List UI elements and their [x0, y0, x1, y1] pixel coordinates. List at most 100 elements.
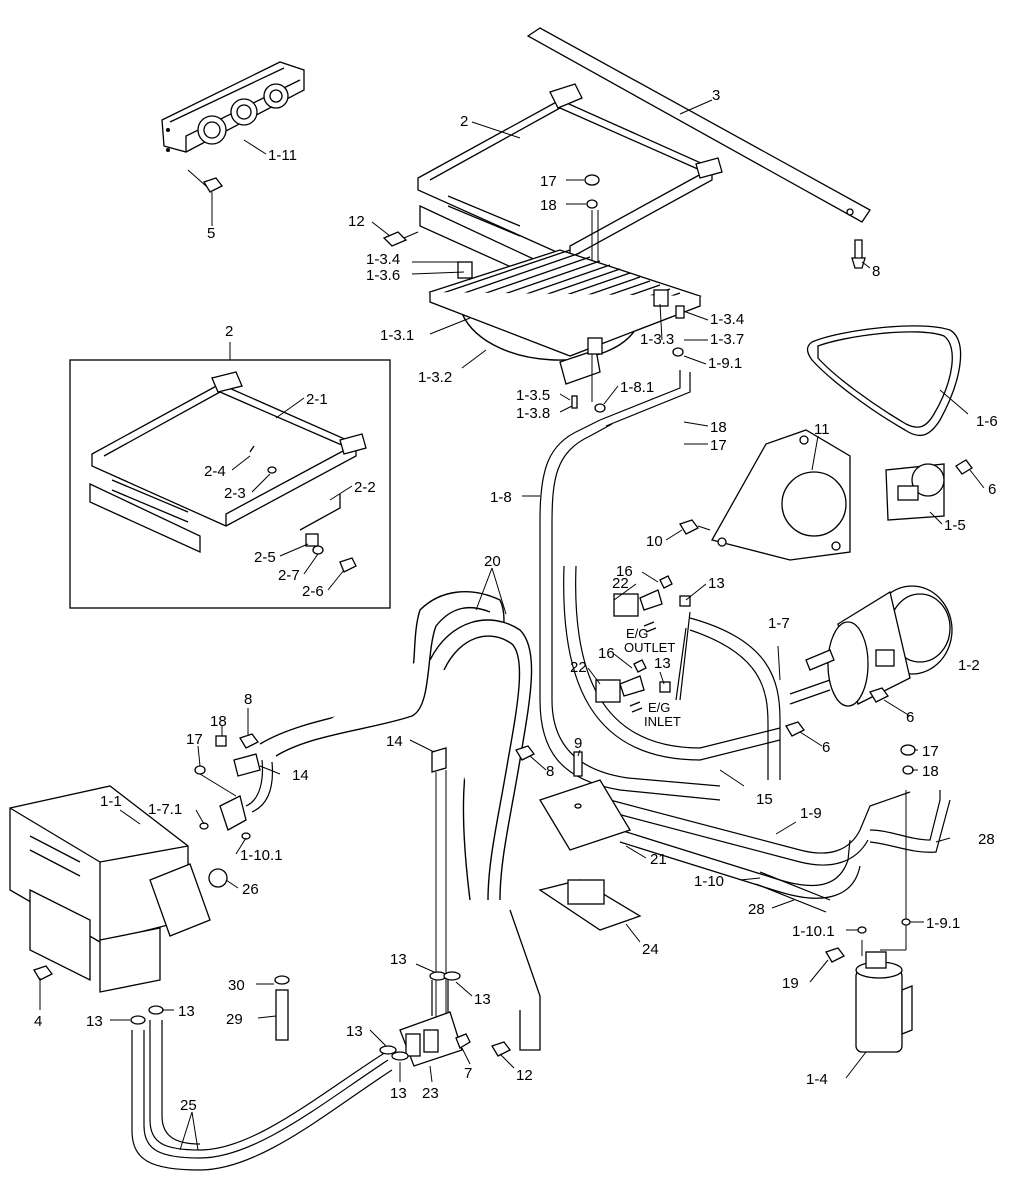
callout-2-1: 2-1	[306, 391, 328, 408]
bolt-19-part	[825, 947, 845, 963]
callout-1-3-8: 1-3.8	[516, 405, 550, 422]
callout-17-left: 17	[186, 731, 203, 748]
hose-28	[869, 790, 951, 853]
callout-eg-inlet-1: E/G	[648, 700, 670, 715]
callout-19: 19	[782, 975, 799, 992]
callout-4: 4	[34, 1013, 42, 1030]
callout-2-6: 2-6	[302, 583, 324, 600]
callout-eg-outlet-2: OUTLET	[624, 640, 675, 655]
callout-16-a: 16	[616, 563, 633, 580]
receiver-drier-part	[855, 951, 913, 1053]
callout-18-left: 18	[210, 713, 227, 730]
callout-1-3-4-b: 1-3.4	[710, 311, 744, 328]
callout-28-b: 28	[748, 901, 765, 918]
callout-18-mid: 18	[710, 419, 727, 436]
callout-1-8-1: 1-8.1	[620, 379, 654, 396]
callout-25: 25	[180, 1097, 197, 1114]
callout-14-b: 14	[292, 767, 309, 784]
callout-13-f: 13	[474, 991, 491, 1008]
callout-5: 5	[207, 225, 215, 242]
callout-1-7: 1-7	[768, 615, 790, 632]
callout-13-b: 13	[654, 655, 671, 672]
nut-17-left-part	[194, 765, 206, 775]
callout-1-3-7: 1-3.7	[710, 331, 744, 348]
callout-10: 10	[646, 533, 663, 550]
washer-18-left-part	[215, 735, 227, 747]
compressor-part	[805, 585, 953, 707]
callout-6-b: 6	[906, 709, 914, 726]
callout-13-e: 13	[390, 951, 407, 968]
washer-18-right-part	[902, 765, 914, 775]
callout-9: 9	[574, 735, 582, 752]
hose-1-7	[689, 617, 831, 780]
callout-3: 3	[712, 87, 720, 104]
bolt-6-a-part	[955, 459, 973, 475]
callout-1-11: 1-11	[268, 147, 297, 164]
callout-17-mid: 17	[710, 437, 727, 454]
callout-1-3-1: 1-3.1	[380, 327, 414, 344]
hose-stub-29-part	[274, 975, 290, 1041]
callout-1-3-3: 1-3.3	[640, 331, 674, 348]
callout-23: 23	[422, 1085, 439, 1102]
callout-2-5: 2-5	[254, 549, 276, 566]
bolt-6-c-part	[785, 721, 805, 737]
callout-2-3: 2-3	[224, 485, 246, 502]
strap-21-part	[539, 779, 631, 851]
callout-24: 24	[642, 941, 659, 958]
callout-eg-inlet-2: INLET	[644, 714, 681, 729]
line-1-10	[619, 829, 861, 913]
callout-1-3-4-a: 1-3.4	[366, 251, 400, 268]
callout-1-10: 1-10	[694, 873, 724, 890]
callout-8-low: 8	[244, 691, 252, 708]
callout-26: 26	[242, 881, 259, 898]
callout-29: 29	[226, 1011, 243, 1028]
callout-2-inset: 2	[225, 323, 233, 340]
callout-17-right: 17	[922, 743, 939, 760]
callout-20: 20	[484, 553, 501, 570]
callout-13-g: 13	[346, 1023, 363, 1040]
callout-18-right: 18	[922, 763, 939, 780]
callout-1-3-5: 1-3.5	[516, 387, 550, 404]
heater-unit-part	[9, 785, 228, 993]
callout-1-3-6: 1-3.6	[366, 267, 400, 284]
callout-1-8: 1-8	[490, 489, 512, 506]
bolt-12-top-part	[382, 231, 419, 247]
callout-8-mid: 8	[546, 763, 554, 780]
callout-2-4: 2-4	[204, 463, 226, 480]
callout-2-7: 2-7	[278, 567, 300, 584]
callout-eg-outlet-1: E/G	[626, 626, 648, 641]
callout-12-low: 12	[516, 1067, 533, 1084]
callout-21: 21	[650, 851, 667, 868]
heater-fitting-part	[219, 753, 274, 831]
callout-1-9-1-low: 1-9.1	[926, 915, 960, 932]
bolt-8-top-part	[851, 239, 866, 269]
inset-box-bracket-2	[69, 359, 391, 609]
strap-3-part	[526, 27, 871, 223]
callout-16-b: 16	[598, 645, 615, 662]
callout-18-top: 18	[540, 197, 557, 214]
line-1-9	[609, 791, 911, 866]
callout-2-top: 2	[460, 113, 468, 130]
callout-11: 11	[814, 421, 830, 438]
callout-13-h: 13	[390, 1085, 407, 1102]
callout-22-a: 22	[612, 575, 629, 592]
callout-6-c: 6	[822, 739, 830, 756]
callout-13-d: 13	[178, 1003, 195, 1020]
bracket-2-top-part	[417, 83, 723, 282]
callout-17-top: 17	[540, 173, 557, 190]
callout-1-6: 1-6	[976, 413, 998, 430]
tensioner-1-5-part	[885, 463, 945, 521]
valve-block-23-part	[379, 971, 463, 1067]
nut-17-top-part	[584, 174, 600, 186]
hose-1-8-upper	[599, 370, 691, 427]
callout-2-2: 2-2	[354, 479, 376, 496]
callout-14-a: 14	[386, 733, 403, 750]
callout-15: 15	[756, 791, 773, 808]
callout-labels: 1-11 5 2 3 17 18 12 1-3.4 1-3.6 8 1-3.4 …	[34, 87, 998, 1114]
bolt-8-left-part	[239, 733, 259, 749]
callout-22-b: 22	[570, 659, 587, 676]
washer-18-top-part	[586, 199, 598, 209]
callout-1-2: 1-2	[958, 657, 980, 674]
callout-1-7-1: 1-7.1	[148, 801, 182, 818]
